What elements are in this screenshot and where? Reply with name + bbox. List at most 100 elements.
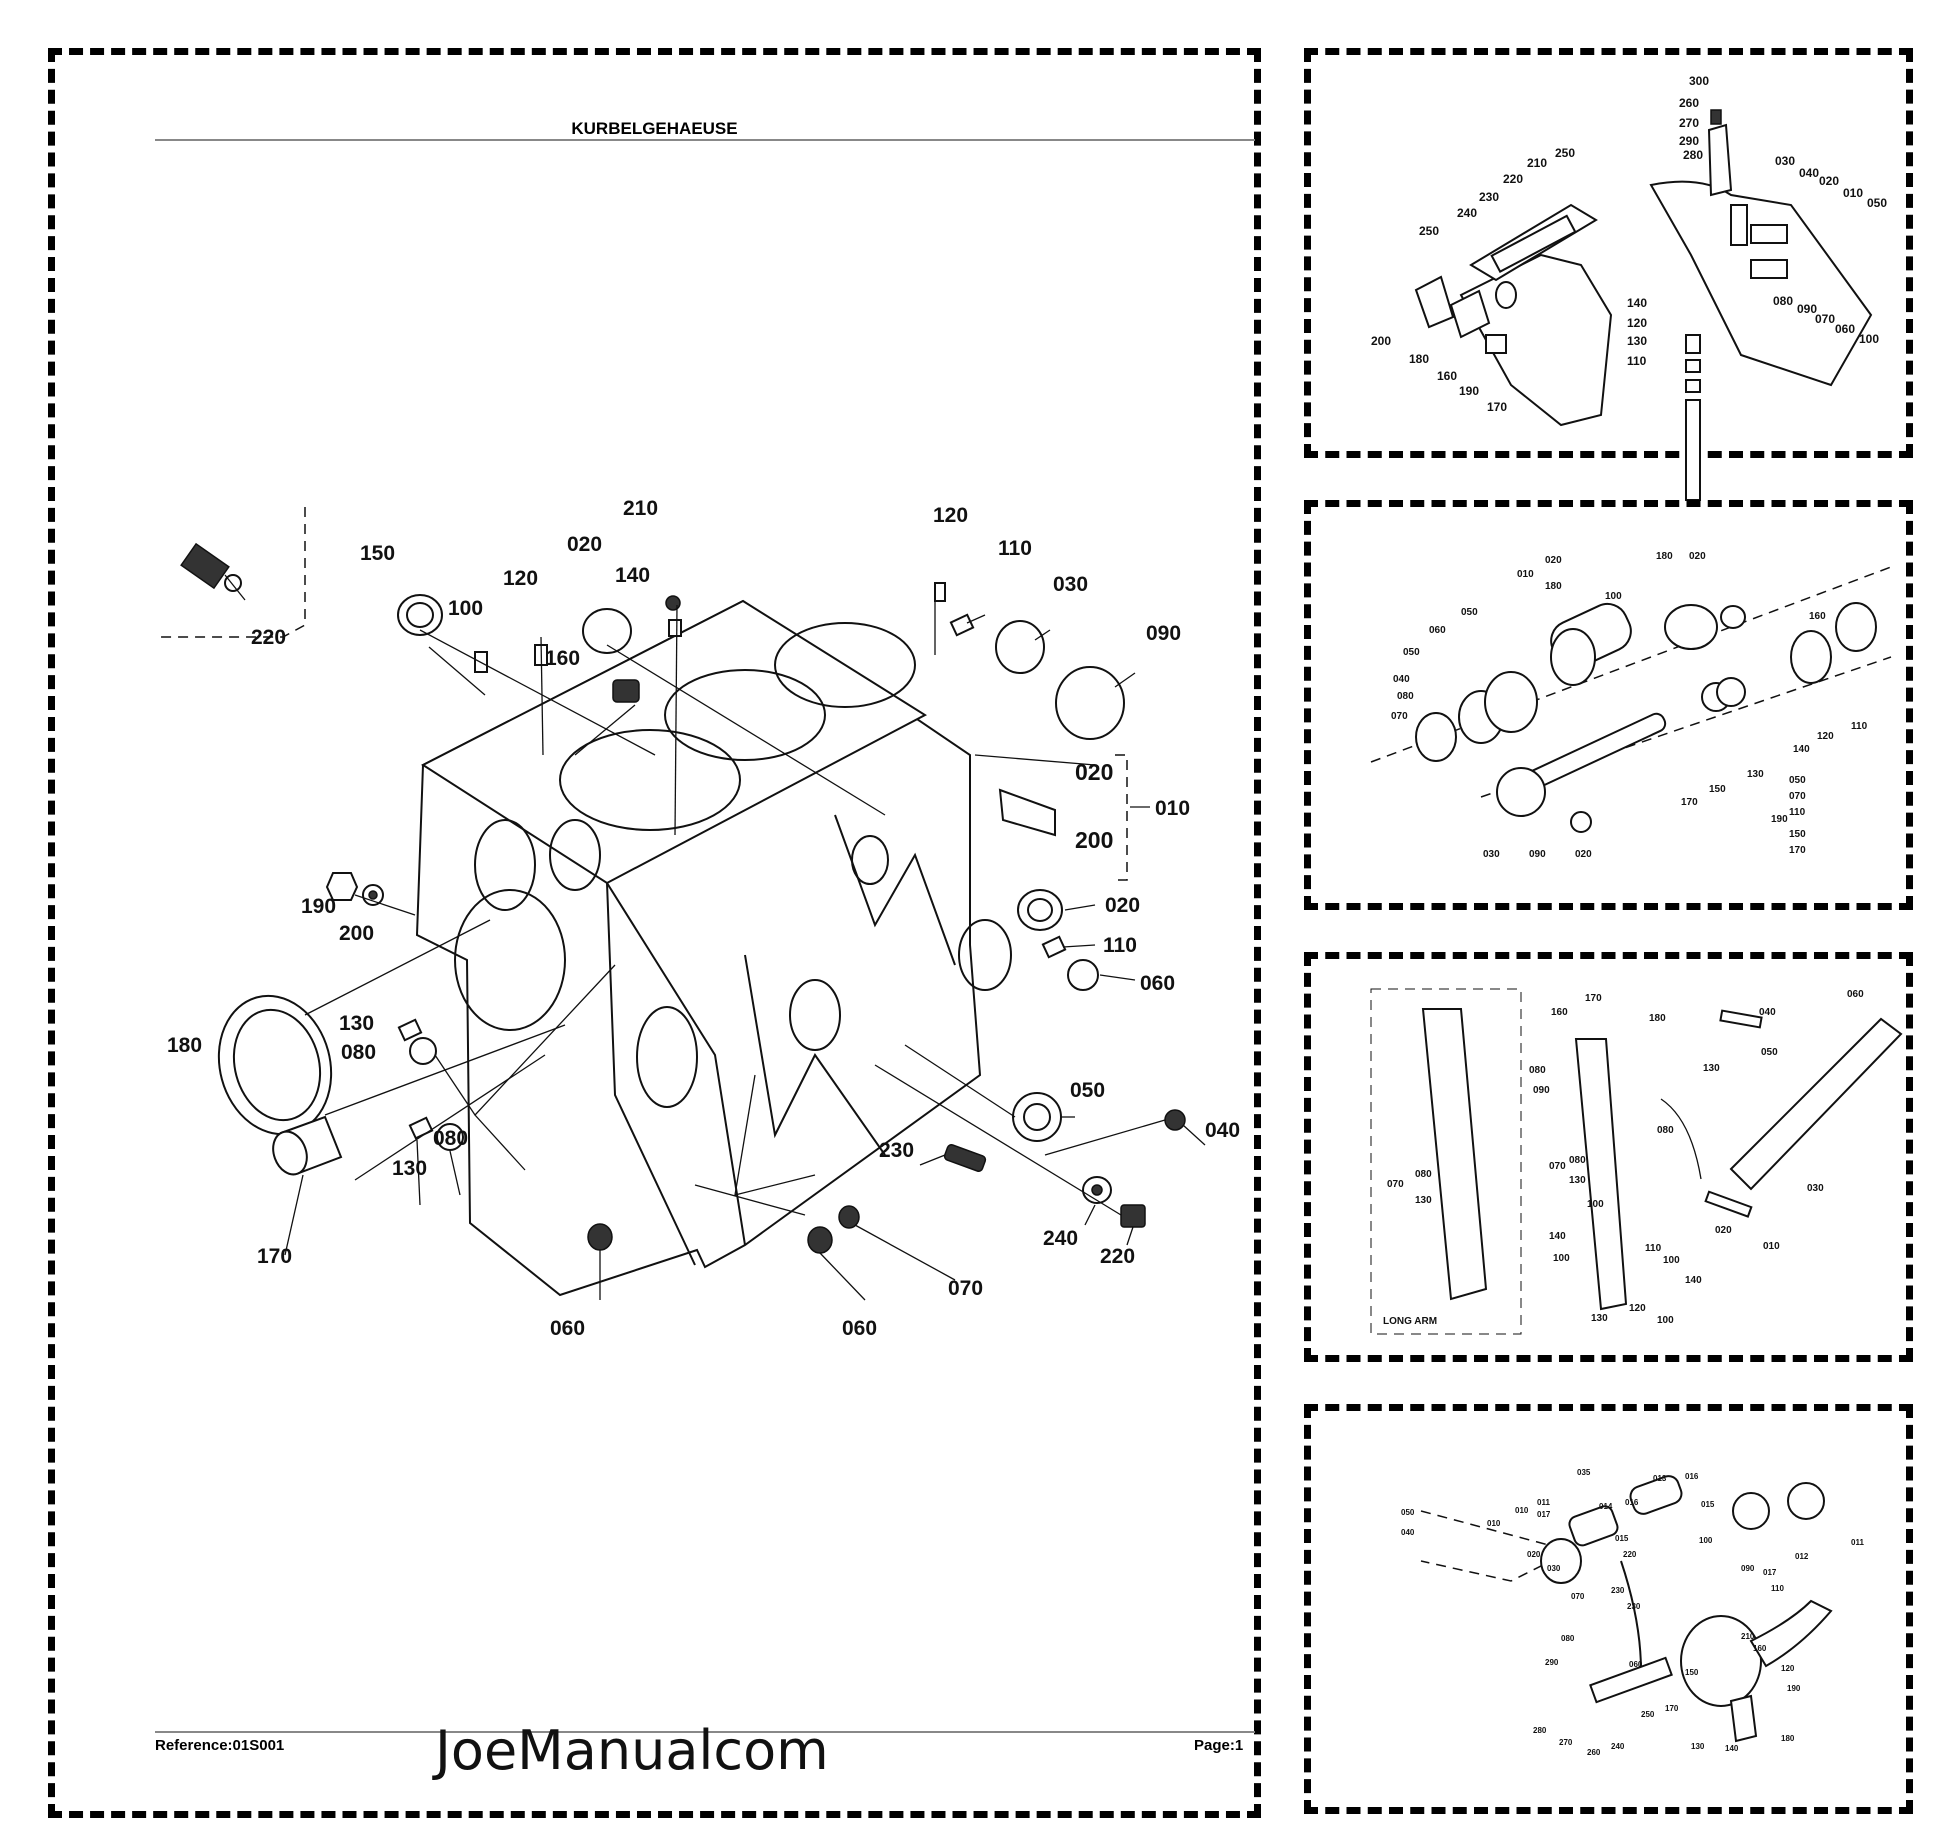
callout-label: 040 xyxy=(1759,1007,1776,1018)
callout-label: 170 xyxy=(1681,797,1698,808)
callout-label: 240 xyxy=(1043,1227,1078,1250)
callout-label: 030 xyxy=(1807,1183,1824,1194)
callout-label: 140 xyxy=(1549,1231,1566,1242)
callout-label: 280 xyxy=(1683,148,1703,162)
callout-label: 020 xyxy=(1105,894,1140,917)
callout-label: 130 xyxy=(392,1157,427,1180)
callout-label: 190 xyxy=(1771,814,1788,825)
crankcase-exploded-diagram: 220 150 100 120 020 210 140 160 120 110 … xyxy=(155,497,1240,1340)
callout-label: 060 xyxy=(1140,972,1175,995)
callout-label: 130 xyxy=(1415,1195,1432,1206)
callout-label: 035 xyxy=(1577,1468,1591,1477)
callout-label: 080 xyxy=(1561,1634,1575,1643)
callout-label: 015 xyxy=(1701,1500,1715,1509)
callout-label: 090 xyxy=(1529,849,1546,860)
callout-label: 015 xyxy=(1615,1534,1629,1543)
callout-label: 140 xyxy=(1793,744,1810,755)
callout-label: 060 xyxy=(1429,625,1446,636)
callout-label: 020 xyxy=(1527,1550,1541,1559)
callout-label: 080 xyxy=(1397,691,1414,702)
callout-label: 190 xyxy=(1459,384,1479,398)
callout-label: 070 xyxy=(1549,1161,1566,1172)
reference-label: Reference:01S001 xyxy=(155,1737,285,1754)
callout-label: 030 xyxy=(1547,1564,1561,1573)
callout-label: 100 xyxy=(448,597,483,620)
thumbnail-4[interactable]: 050 040 020 030 070 010 011 017 035 014 … xyxy=(1304,1404,1913,1814)
callout-label: 210 xyxy=(1741,1632,1755,1641)
callout-label: 070 xyxy=(1387,1179,1404,1190)
callout-label: 140 xyxy=(1627,296,1647,310)
callout-label: 100 xyxy=(1605,591,1622,602)
callout-label: 170 xyxy=(1665,1704,1679,1713)
callout-label: 130 xyxy=(1747,769,1764,780)
callout-label: 220 xyxy=(1623,1550,1637,1559)
callout-label: 010 xyxy=(1487,1519,1501,1528)
callout-label: 016 xyxy=(1685,1472,1699,1481)
callout-label: 080 xyxy=(433,1127,468,1150)
callout-label: 030 xyxy=(1775,154,1795,168)
callout-label: 170 xyxy=(1585,993,1602,1004)
callout-label: 230 xyxy=(1627,1602,1641,1611)
callout-label: 040 xyxy=(1205,1119,1240,1142)
callout-label: 110 xyxy=(1627,354,1647,368)
callout-label: 270 xyxy=(1679,116,1699,130)
callout-label: 100 xyxy=(1663,1255,1680,1266)
page-title: KURBELGEHAEUSE xyxy=(571,119,738,138)
callout-label: 100 xyxy=(1859,332,1879,346)
callout-label: 090 xyxy=(1797,302,1817,316)
callout-label: 110 xyxy=(1851,721,1868,732)
callout-label: 110 xyxy=(1771,1584,1784,1593)
watermark-text: JoeManualcom xyxy=(435,1719,829,1782)
callout-label: 160 xyxy=(1809,611,1826,622)
callout-label: 020 xyxy=(1819,174,1839,188)
thumbnail-3-labels: 170 180 160 130 080 090 080 070 080 130 … xyxy=(1383,989,1864,1327)
callout-label: 017 xyxy=(1537,1510,1551,1519)
callout-label: 080 xyxy=(1529,1065,1546,1076)
title-rule xyxy=(155,139,1255,141)
callout-label: 150 xyxy=(360,542,395,565)
callout-label: 010 xyxy=(1763,1241,1780,1252)
callout-label: 220 xyxy=(1100,1245,1135,1268)
callout-label: 060 xyxy=(1835,322,1855,336)
thumbnail-3[interactable]: 170 180 160 130 080 090 080 070 080 130 … xyxy=(1304,952,1913,1362)
callout-label: 020 xyxy=(567,533,602,556)
callout-label: 013 xyxy=(1653,1474,1667,1483)
callout-label: 030 xyxy=(1053,573,1088,596)
callout-label: 200 xyxy=(1075,827,1113,853)
callout-label: 250 xyxy=(1641,1710,1655,1719)
callout-label: 020 xyxy=(1075,759,1113,785)
callout-label: 230 xyxy=(1611,1586,1625,1595)
callout-label: 150 xyxy=(1685,1668,1699,1677)
callout-label: 060 xyxy=(1629,1660,1643,1669)
callout-label: 140 xyxy=(615,564,650,587)
callout-label: 014 xyxy=(1599,1502,1613,1511)
callout-label: 070 xyxy=(1391,711,1408,722)
callout-label: 180 xyxy=(1409,352,1429,366)
callout-label: 200 xyxy=(339,922,374,945)
callout-label: 050 xyxy=(1401,1508,1415,1517)
callout-label: 100 xyxy=(1587,1199,1604,1210)
callout-label: 180 xyxy=(1649,1013,1666,1024)
callout-label: 210 xyxy=(623,497,658,520)
callout-label: 130 xyxy=(1627,334,1647,348)
callout-label: 110 xyxy=(998,537,1032,560)
callout-label: 050 xyxy=(1761,1047,1778,1058)
callout-label: 180 xyxy=(167,1034,202,1057)
callout-label: 170 xyxy=(257,1245,292,1268)
callout-label: 020 xyxy=(1689,551,1706,562)
callout-label: 250 xyxy=(1419,224,1439,238)
callout-label: 090 xyxy=(1533,1085,1550,1096)
callout-label: 180 xyxy=(1656,551,1673,562)
callout-label: 020 xyxy=(1715,1225,1732,1236)
thumbnail-1-labels: 300 260 270 290 280 030 040 020 010 050 … xyxy=(1371,74,1887,414)
callout-label: 060 xyxy=(1847,989,1864,1000)
callout-label: 012 xyxy=(1795,1552,1809,1561)
callout-label: 010 xyxy=(1155,797,1190,820)
thumbnail-2[interactable]: 180 020 100 010 020 180 160 050 060 050 … xyxy=(1304,500,1913,910)
callout-label: 260 xyxy=(1587,1748,1601,1757)
callout-label: 070 xyxy=(1571,1592,1585,1601)
thumbnail-3-diagram: 170 180 160 130 080 090 080 070 080 130 … xyxy=(1370,988,1903,1335)
thumbnail-1[interactable]: 300 260 270 290 280 030 040 020 010 050 … xyxy=(1304,48,1913,501)
callout-label: 290 xyxy=(1545,1658,1559,1667)
callout-label: 120 xyxy=(1781,1664,1795,1673)
